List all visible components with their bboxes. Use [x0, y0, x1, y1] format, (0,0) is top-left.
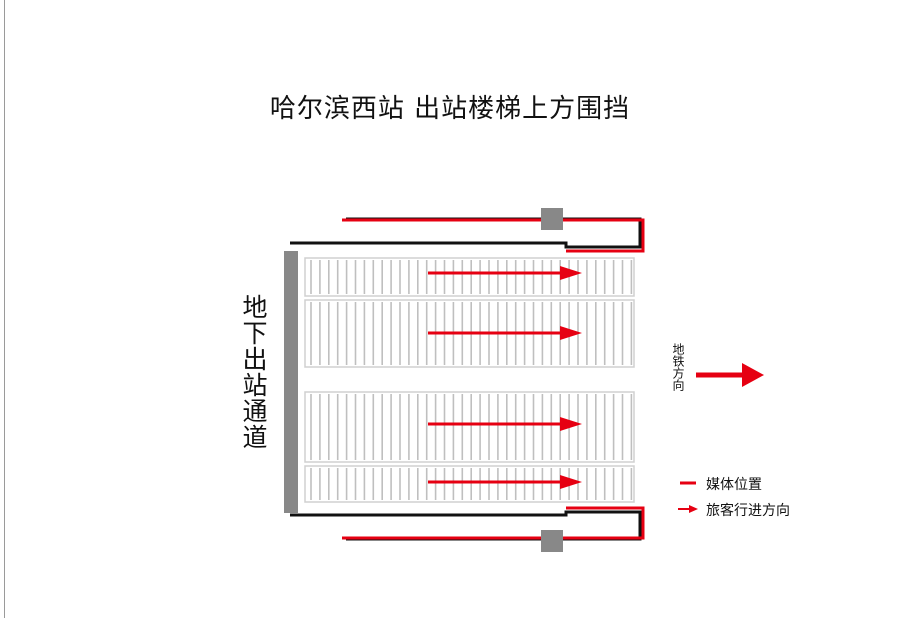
left-wall: [284, 251, 298, 513]
bottom-outline: [290, 510, 642, 541]
stair-panel: [304, 299, 635, 368]
bottom-pillar: [541, 530, 563, 552]
bottom-media-line: [342, 506, 645, 540]
legend-direction-label: 旅客行进方向: [706, 503, 790, 519]
stair-panel: [304, 465, 635, 503]
legend-media-label: 媒体位置: [706, 477, 762, 493]
stair-panel: [304, 257, 635, 297]
travel-arrow: [428, 326, 582, 340]
frame-border: [4, 0, 5, 618]
travel-arrow: [428, 266, 582, 280]
top-pillar: [541, 208, 563, 230]
arrow-right-icon: [696, 363, 764, 387]
travel-arrow: [428, 417, 582, 431]
top-outline: [290, 217, 642, 249]
legend-arrow-icon: [678, 505, 698, 513]
staircase-group: [304, 257, 635, 503]
travel-arrow: [428, 475, 582, 489]
underground-exit-channel-label: 地下出站通道: [239, 294, 268, 450]
metro-direction-label: 地铁方向: [671, 343, 685, 391]
stair-panel: [304, 391, 635, 463]
top-media-line: [342, 218, 645, 253]
page-title: 哈尔滨西站 出站楼梯上方围挡: [269, 94, 631, 124]
